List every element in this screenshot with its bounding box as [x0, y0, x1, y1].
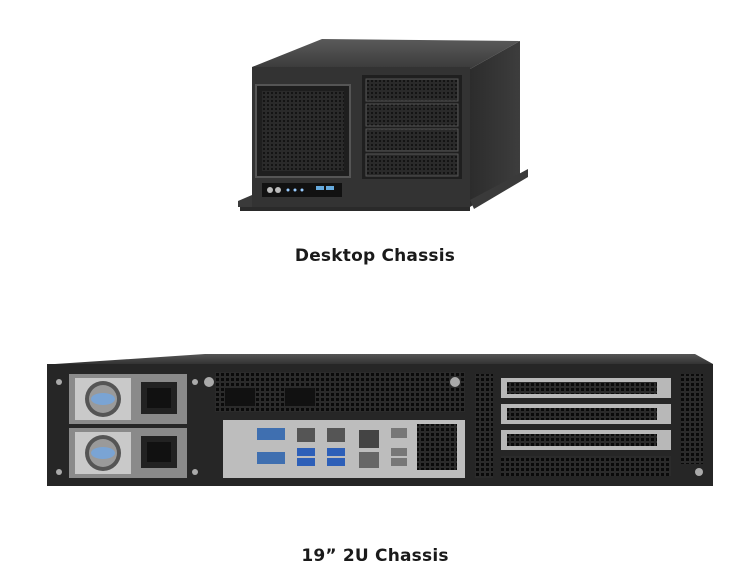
- rackmount-chassis-caption: 19” 2U Chassis: [301, 546, 449, 566]
- desktop-chassis-caption: Desktop Chassis: [294, 246, 456, 266]
- desktop-chassis-image: [238, 39, 528, 211]
- rackmount-chassis-image: [47, 354, 713, 486]
